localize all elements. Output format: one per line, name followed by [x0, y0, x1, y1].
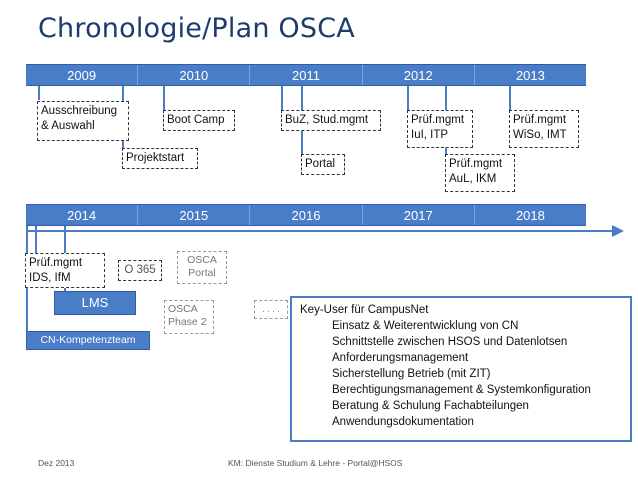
year-label: 2009 — [26, 65, 139, 85]
list-item: Berechtigungsmanagement & Systemkonfigur… — [332, 384, 591, 396]
connector-line — [38, 86, 40, 100]
list-item: Schnittstelle zwischen HSOS und Datenlot… — [332, 336, 568, 348]
year-label: 2014 — [26, 205, 139, 225]
connector-line — [509, 86, 511, 110]
year-label: 2013 — [515, 68, 545, 83]
list-item: Beratung & Schulung Fachabteilungen — [332, 400, 529, 412]
year-label: 2017 — [363, 205, 475, 225]
milestone-ausschreibung: Ausschreibung & Auswahl — [37, 101, 129, 141]
connector-line — [163, 86, 165, 110]
year-label: 2010 — [138, 65, 251, 85]
timeline-arrow-line — [26, 230, 616, 232]
milestone-pruef-aul: Prüf.mgmt AuL, IKM — [445, 154, 515, 192]
key-user-box: Key-User für CampusNet Einsatz & Weitere… — [290, 296, 632, 442]
list-item: Sicherstellung Betrieb (mit ZIT) — [332, 368, 491, 380]
milestone-placeholder: . . . . — [254, 300, 288, 319]
year-label: 2018 — [515, 208, 545, 223]
connector-line — [407, 86, 409, 110]
year-label: 2015 — [138, 205, 251, 225]
milestone-osca-phase2: OSCA Phase 2 — [164, 300, 214, 334]
milestone-projektstart: Projektstart — [122, 148, 198, 169]
timeline-arrow-head — [612, 225, 624, 237]
milestone-buz: BuZ, Stud.mgmt — [281, 110, 381, 131]
page-title: Chronologie/Plan OSCA — [38, 13, 355, 44]
connector-line — [35, 226, 37, 253]
milestone-o365: O 365 — [118, 260, 162, 281]
milestone-osca-portal: OSCA Portal — [177, 251, 227, 284]
key-user-title: Key-User für CampusNet — [300, 304, 429, 316]
milestone-pruef-ids: Prüf.mgmt IDS, IfM — [25, 253, 105, 288]
year-label: 2012 — [363, 65, 475, 85]
year-label: 2016 — [250, 205, 363, 225]
milestone-boot-camp: Boot Camp — [163, 110, 235, 131]
timeline-bar-top: 2009 2010 2011 2012 2013 — [26, 64, 586, 86]
footer-source: KM: Dienste Studium & Lehre - Portal@HSO… — [228, 458, 403, 468]
timeline-bar-bottom: 2014 2015 2016 2017 2018 — [26, 204, 586, 226]
connector-line — [281, 86, 283, 110]
milestone-portal: Portal — [301, 154, 345, 175]
list-item: Anforderungsmanagement — [332, 352, 469, 364]
milestone-pruef-iui: Prüf.mgmt IuI, ITP — [407, 110, 473, 148]
year-label: 2011 — [250, 65, 363, 85]
list-item: Einsatz & Weiterentwicklung von CN — [332, 320, 519, 332]
list-item: Anwendungsdokumentation — [332, 416, 474, 428]
cn-kompetenzteam-label: CN-Kompetenzteam — [26, 331, 150, 350]
key-user-list: Einsatz & Weiterentwicklung von CN Schni… — [300, 318, 622, 430]
footer-date: Dez 2013 — [38, 458, 75, 468]
lms-label: LMS — [54, 291, 136, 315]
milestone-pruef-wiso: Prüf.mgmt WiSo, IMT — [509, 110, 579, 148]
